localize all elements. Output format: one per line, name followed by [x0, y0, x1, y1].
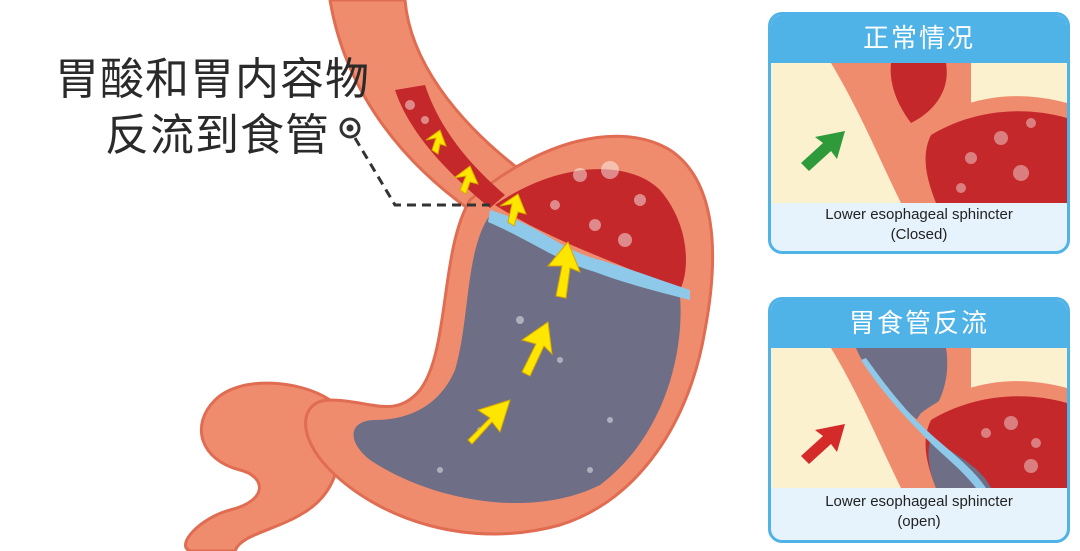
panel-normal-illustration [771, 63, 1067, 203]
panel-reflux-caption-line1: Lower esophageal sphincter [771, 492, 1067, 512]
panel-reflux-caption-line2: (open) [771, 512, 1067, 532]
panel-normal-title: 正常情况 [771, 15, 1067, 63]
callout-line-1: 胃酸和胃内容物 [0, 52, 370, 108]
panel-normal-caption-line2: (Closed) [771, 225, 1067, 245]
callout-line-2: 反流到食管 [0, 108, 330, 164]
panel-normal-caption: Lower esophageal sphincter (Closed) [771, 205, 1067, 245]
panel-reflux-caption: Lower esophageal sphincter (open) [771, 492, 1067, 532]
panel-reflux: 胃食管反流 Lower esophageal sphincter (open) [768, 297, 1070, 543]
panel-reflux-title: 胃食管反流 [771, 300, 1067, 348]
panel-normal: 正常情况 Lower esophageal sphincter (Closed) [768, 12, 1070, 254]
callout-text: 胃酸和胃内容物 反流到食管 [0, 52, 370, 164]
panel-reflux-illustration [771, 348, 1067, 488]
panel-normal-caption-line1: Lower esophageal sphincter [771, 205, 1067, 225]
